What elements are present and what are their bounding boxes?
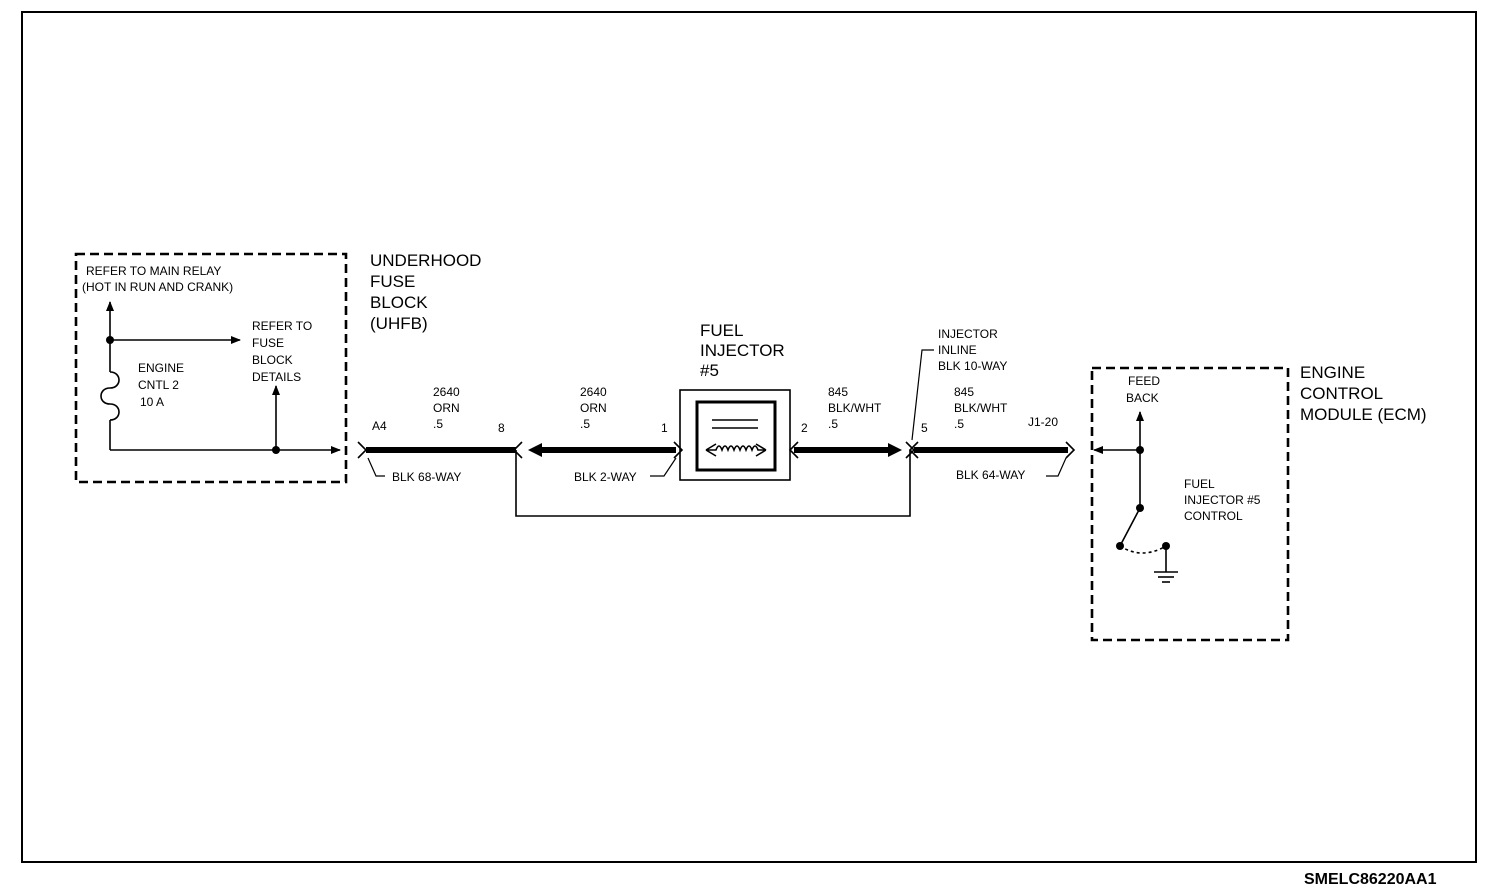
switch-travel-icon — [1119, 545, 1167, 554]
diagram-code: SMELC86220AA1 — [1304, 871, 1437, 888]
fuel-injector-frame — [679, 389, 791, 481]
wire-right2-color: BLK/WHT — [954, 401, 1008, 415]
injector-title-line2: INJECTOR — [700, 341, 785, 360]
leader-64way — [1046, 457, 1067, 477]
wire-right2-gauge: .5 — [954, 417, 964, 431]
fuse-name-line2: CNTL 2 — [138, 378, 179, 392]
refer-fuse-block-line2: FUSE — [252, 336, 284, 350]
wire-right-gauge: .5 — [828, 417, 838, 431]
connector-2way: BLK 2-WAY — [574, 470, 637, 484]
pin-8: 8 — [498, 421, 505, 435]
connector-bypass-wire — [515, 450, 911, 517]
pin-1: 1 — [661, 421, 668, 435]
connector-8-chevron — [512, 441, 523, 459]
ecm-box — [1090, 366, 1290, 642]
ecm-title-line2: CONTROL — [1300, 384, 1383, 403]
wire-left2-gauge: .5 — [580, 417, 590, 431]
control-line1: FUEL — [1184, 477, 1215, 491]
feedback-line1: FEED — [1128, 374, 1160, 388]
fuse-icon — [100, 371, 120, 421]
refer-fuse-block-line1: REFER TO — [252, 319, 312, 333]
control-line3: CONTROL — [1184, 509, 1243, 523]
page-border — [21, 11, 1477, 863]
pin-2: 2 — [801, 421, 808, 435]
leader-68way — [367, 457, 385, 477]
arrow-right-icon — [888, 443, 902, 457]
refer-fuse-block-line3: BLOCK — [252, 353, 293, 367]
wire-left-circuit: 2640 — [433, 385, 460, 399]
wire-right2-circuit: 845 — [954, 385, 974, 399]
inline-title-line1: INJECTOR — [938, 327, 998, 341]
ecm-title-line1: ENGINE — [1300, 363, 1365, 382]
refer-main-relay-line2: (HOT IN RUN AND CRANK) — [82, 280, 233, 294]
connector-1-chevron — [673, 441, 684, 459]
inline-title-line2: INLINE — [938, 343, 977, 357]
terminal-j1-20: J1-20 — [1028, 415, 1058, 429]
uhfb-title-line2: FUSE — [370, 272, 415, 291]
connector-a4-chevron — [357, 441, 368, 459]
injector-coil-icon — [705, 443, 767, 457]
arrow-left-icon — [528, 443, 542, 457]
connector-68way: BLK 68-WAY — [392, 470, 461, 484]
ground-icon — [1154, 571, 1178, 583]
fuse-name-line1: ENGINE — [138, 361, 184, 375]
switch-blade-icon — [1119, 507, 1141, 547]
fuel-injector-body — [695, 400, 777, 472]
injector-title-line1: FUEL — [700, 321, 743, 340]
feedback-line2: BACK — [1126, 391, 1159, 405]
wire-left-color: ORN — [433, 401, 460, 415]
wire-left2-color: ORN — [580, 401, 607, 415]
terminal-a4: A4 — [372, 419, 387, 433]
wire-right-color: BLK/WHT — [828, 401, 882, 415]
uhfb-title-line4: (UHFB) — [370, 314, 428, 333]
injector-title-line3: #5 — [700, 361, 719, 380]
leader-2way — [650, 457, 677, 477]
ecm-title-line3: MODULE (ECM) — [1300, 405, 1427, 424]
leader-inline — [911, 349, 934, 441]
connector-2-chevron — [788, 441, 799, 459]
control-line2: INJECTOR #5 — [1184, 493, 1261, 507]
splice-dot — [272, 446, 280, 454]
uhfb-title-line3: BLOCK — [370, 293, 428, 312]
pin-5: 5 — [921, 421, 928, 435]
wire-left-gauge: .5 — [433, 417, 443, 431]
refer-main-relay-line1: REFER TO MAIN RELAY — [86, 264, 221, 278]
connector-j1-chevron — [1065, 441, 1076, 459]
uhfb-box — [74, 252, 348, 484]
inline-title-line3: BLK 10-WAY — [938, 359, 1007, 373]
wire-right-circuit: 845 — [828, 385, 848, 399]
uhfb-title-line1: UNDERHOOD — [370, 251, 481, 270]
connector-64way: BLK 64-WAY — [956, 468, 1025, 482]
wire-left2-circuit: 2640 — [580, 385, 607, 399]
fuse-rating: 10 A — [140, 395, 164, 409]
refer-fuse-block-line4: DETAILS — [252, 370, 301, 384]
